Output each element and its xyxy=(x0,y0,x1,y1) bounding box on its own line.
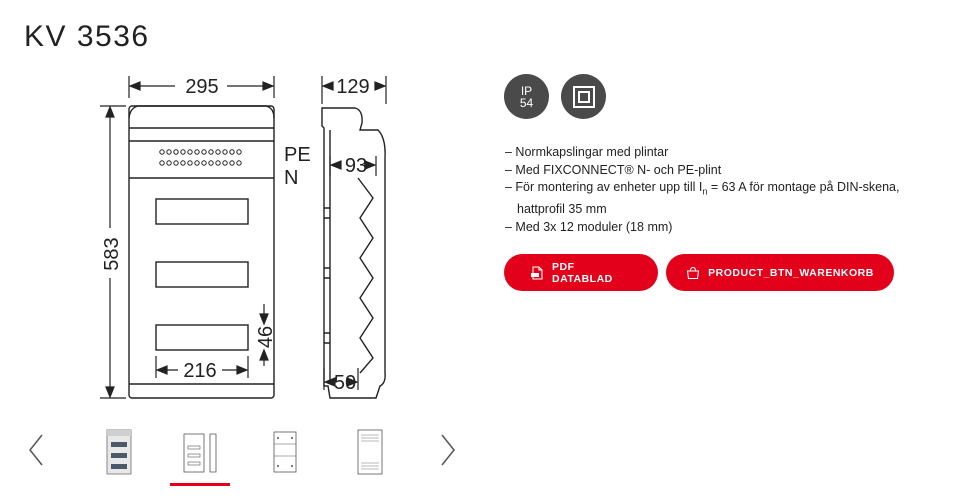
feature-item: – Med 3x 12 moduler (18 mm) xyxy=(505,219,673,234)
n-label: N xyxy=(284,167,298,189)
thumbnail-cable-entry-drawing[interactable] xyxy=(340,424,400,480)
dim-height-label: 583 xyxy=(101,237,123,270)
ip-rating-badge: IP 54 xyxy=(504,74,549,119)
pe-label: PE xyxy=(284,144,311,166)
action-buttons: PDF DATABLAD PRODUCT_BTN_WARENKORB xyxy=(504,254,894,291)
feature-list: – Normkapslingar med plintar – Med FIXCO… xyxy=(505,144,935,236)
feature-item: – Normkapslingar med plintar xyxy=(505,145,669,159)
product-title: KV 3536 xyxy=(24,20,150,53)
technical-drawing: 295 583 216 46 PE N xyxy=(80,68,420,418)
thumbnail-photo[interactable] xyxy=(90,424,150,480)
feature-item: – För montering av enheter upp till In =… xyxy=(505,179,935,219)
double-insulation-icon xyxy=(561,74,606,119)
feature-item: – Med FIXCONNECT® N- och PE-plint xyxy=(505,162,722,177)
pdf-file-icon xyxy=(530,265,544,280)
dim-width-label: 295 xyxy=(185,76,218,98)
thumbnail-dimension-drawing[interactable] xyxy=(170,424,230,486)
image-carousel xyxy=(0,420,480,490)
dim-inner-label: 93 xyxy=(345,155,367,177)
thumbnail-drilling-drawing[interactable] xyxy=(256,424,316,480)
dim-module-label: 46 xyxy=(255,326,277,348)
cart-icon xyxy=(686,266,700,280)
feature-text: = 63 A för montage på DIN-skena, xyxy=(707,180,900,194)
pdf-button-label: PDF DATABLAD xyxy=(552,260,613,285)
cart-button-label: PRODUCT_BTN_WARENKORB xyxy=(708,266,874,279)
pdf-datasheet-button[interactable]: PDF DATABLAD xyxy=(504,254,658,291)
chevron-right-icon xyxy=(441,434,455,466)
ip-rating-bottom: 54 xyxy=(519,95,534,110)
add-to-cart-button[interactable]: PRODUCT_BTN_WARENKORB xyxy=(666,254,894,291)
dim-rail-label: 216 xyxy=(183,360,216,382)
carousel-next-button[interactable] xyxy=(436,432,460,468)
feature-subscript: n xyxy=(702,186,708,197)
ip-rating-top: IP xyxy=(520,83,533,98)
dim-depth-label: 129 xyxy=(336,76,369,98)
chevron-left-icon xyxy=(29,434,43,466)
feature-text: – För montering av enheter upp till I xyxy=(505,180,703,194)
dim-base-label: 50 xyxy=(334,372,356,394)
feature-continuation: hattprofil 35 mm xyxy=(517,202,607,216)
certification-badges: IP 54 xyxy=(504,74,606,119)
carousel-prev-button[interactable] xyxy=(24,432,48,468)
technical-drawing-svg: 295 583 216 46 PE N xyxy=(100,76,387,399)
